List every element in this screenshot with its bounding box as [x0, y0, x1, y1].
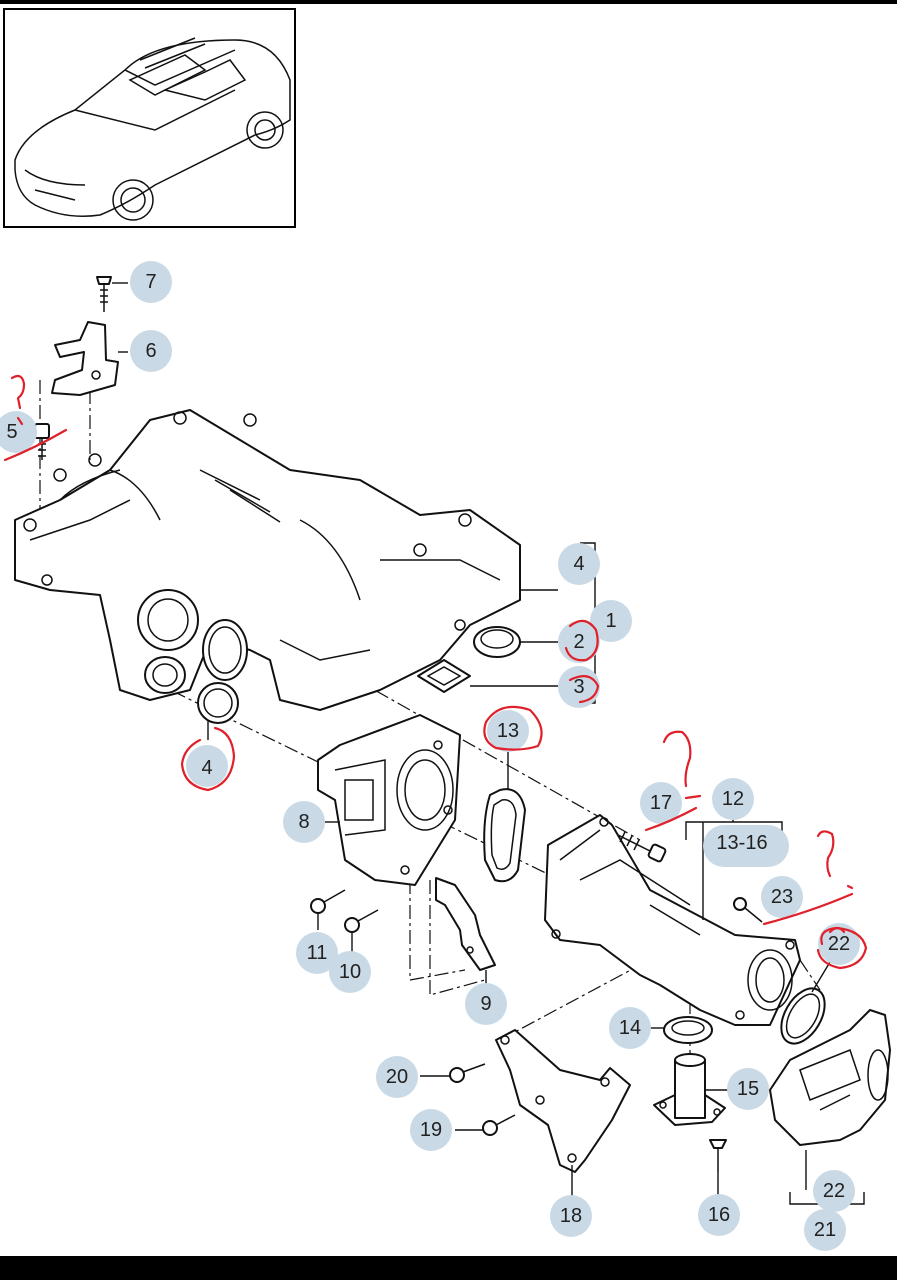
svg-text:16: 16 [708, 1204, 730, 1226]
top-bar [0, 0, 897, 4]
callout-18: 18 [550, 1195, 592, 1237]
callout-13: 13 [487, 710, 529, 752]
svg-text:9: 9 [480, 993, 491, 1015]
svg-text:1: 1 [605, 610, 616, 632]
svg-text:5: 5 [6, 421, 17, 443]
car-illustration [14, 37, 291, 221]
svg-text:15: 15 [737, 1078, 759, 1100]
svg-text:6: 6 [145, 340, 156, 362]
callout-7: 7 [130, 261, 172, 303]
o-ring-part-22 [780, 987, 826, 1045]
callout-9: 9 [465, 983, 507, 1025]
callout-15: 15 [727, 1068, 769, 1110]
callout-4-left: 4 [186, 745, 228, 787]
svg-text:11: 11 [307, 942, 328, 964]
gasket-part-4 [197, 619, 248, 724]
svg-text:23: 23 [771, 886, 793, 908]
svg-text:2: 2 [573, 631, 584, 653]
throttle-body-part-8 [317, 714, 461, 886]
svg-text:4: 4 [201, 757, 212, 779]
svg-text:4: 4 [573, 553, 584, 575]
callout-17: 17 [640, 782, 682, 824]
callout-22-bottom: 22 [813, 1170, 855, 1212]
svg-text:13-16: 13-16 [716, 832, 767, 854]
callout-13-16: 13-16 [703, 825, 789, 867]
bottom-bar [0, 1256, 897, 1280]
callout-21: 21 [804, 1209, 846, 1251]
bolt-part-10 [344, 909, 379, 933]
gasket-part-3 [417, 659, 471, 693]
svg-text:17: 17 [650, 792, 672, 814]
svg-text:20: 20 [386, 1066, 408, 1088]
sensor-part-21 [769, 1009, 891, 1146]
bracket-part-6 [51, 321, 119, 396]
bolt-part-11 [310, 889, 346, 914]
svg-text:21: 21 [814, 1219, 836, 1241]
bolt-part-20 [449, 1063, 486, 1083]
bolt-part-17 [617, 831, 667, 863]
svg-text:12: 12 [722, 788, 744, 810]
callout-16: 16 [698, 1194, 740, 1236]
svg-text:22: 22 [823, 1180, 845, 1202]
vehicle-thumbnail [3, 8, 296, 228]
seal-part-14 [663, 1016, 713, 1044]
svg-text:7: 7 [145, 271, 156, 293]
intake-manifold [14, 409, 521, 711]
svg-text:19: 19 [420, 1119, 442, 1141]
leader-lines [20, 282, 865, 1210]
callout-22-top: 22 [818, 923, 860, 965]
callout-8: 8 [283, 801, 325, 843]
screw-part-16 [709, 1139, 727, 1172]
callout-5: 5 [0, 411, 37, 453]
bracket-part-18 [495, 1029, 631, 1173]
callout-bubbles: 7 6 5 4 1 2 3 4 13 8 17 12 13-16 23 22 1… [0, 261, 860, 1251]
svg-text:18: 18 [560, 1205, 582, 1227]
svg-text:22: 22 [828, 933, 850, 955]
callout-10: 10 [329, 951, 371, 993]
gasket-part-13 [483, 788, 526, 883]
callout-11: 11 [296, 932, 338, 974]
callout-14: 14 [609, 1007, 651, 1049]
callout-23: 23 [761, 876, 803, 918]
svg-text:14: 14 [619, 1017, 641, 1039]
bolt-part-23 [733, 897, 763, 923]
callout-4-top: 4 [558, 543, 600, 585]
bolt-part-19 [482, 1114, 516, 1136]
bracket-part-9 [435, 877, 496, 971]
svg-text:13: 13 [497, 720, 519, 742]
seal-ring-part-2 [473, 626, 521, 658]
bolt-part-7 [96, 276, 112, 312]
red-markup-annotations [3, 374, 868, 970]
callout-19: 19 [410, 1109, 452, 1151]
callout-20: 20 [376, 1056, 418, 1098]
valve-part-15 [653, 1053, 726, 1126]
callout-12: 12 [712, 778, 754, 820]
svg-text:3: 3 [573, 676, 584, 698]
svg-text:10: 10 [339, 961, 361, 983]
svg-text:8: 8 [298, 811, 309, 833]
callout-6: 6 [130, 330, 172, 372]
callout-1: 1 [590, 600, 632, 642]
intake-housing-part-12 [544, 814, 801, 1026]
